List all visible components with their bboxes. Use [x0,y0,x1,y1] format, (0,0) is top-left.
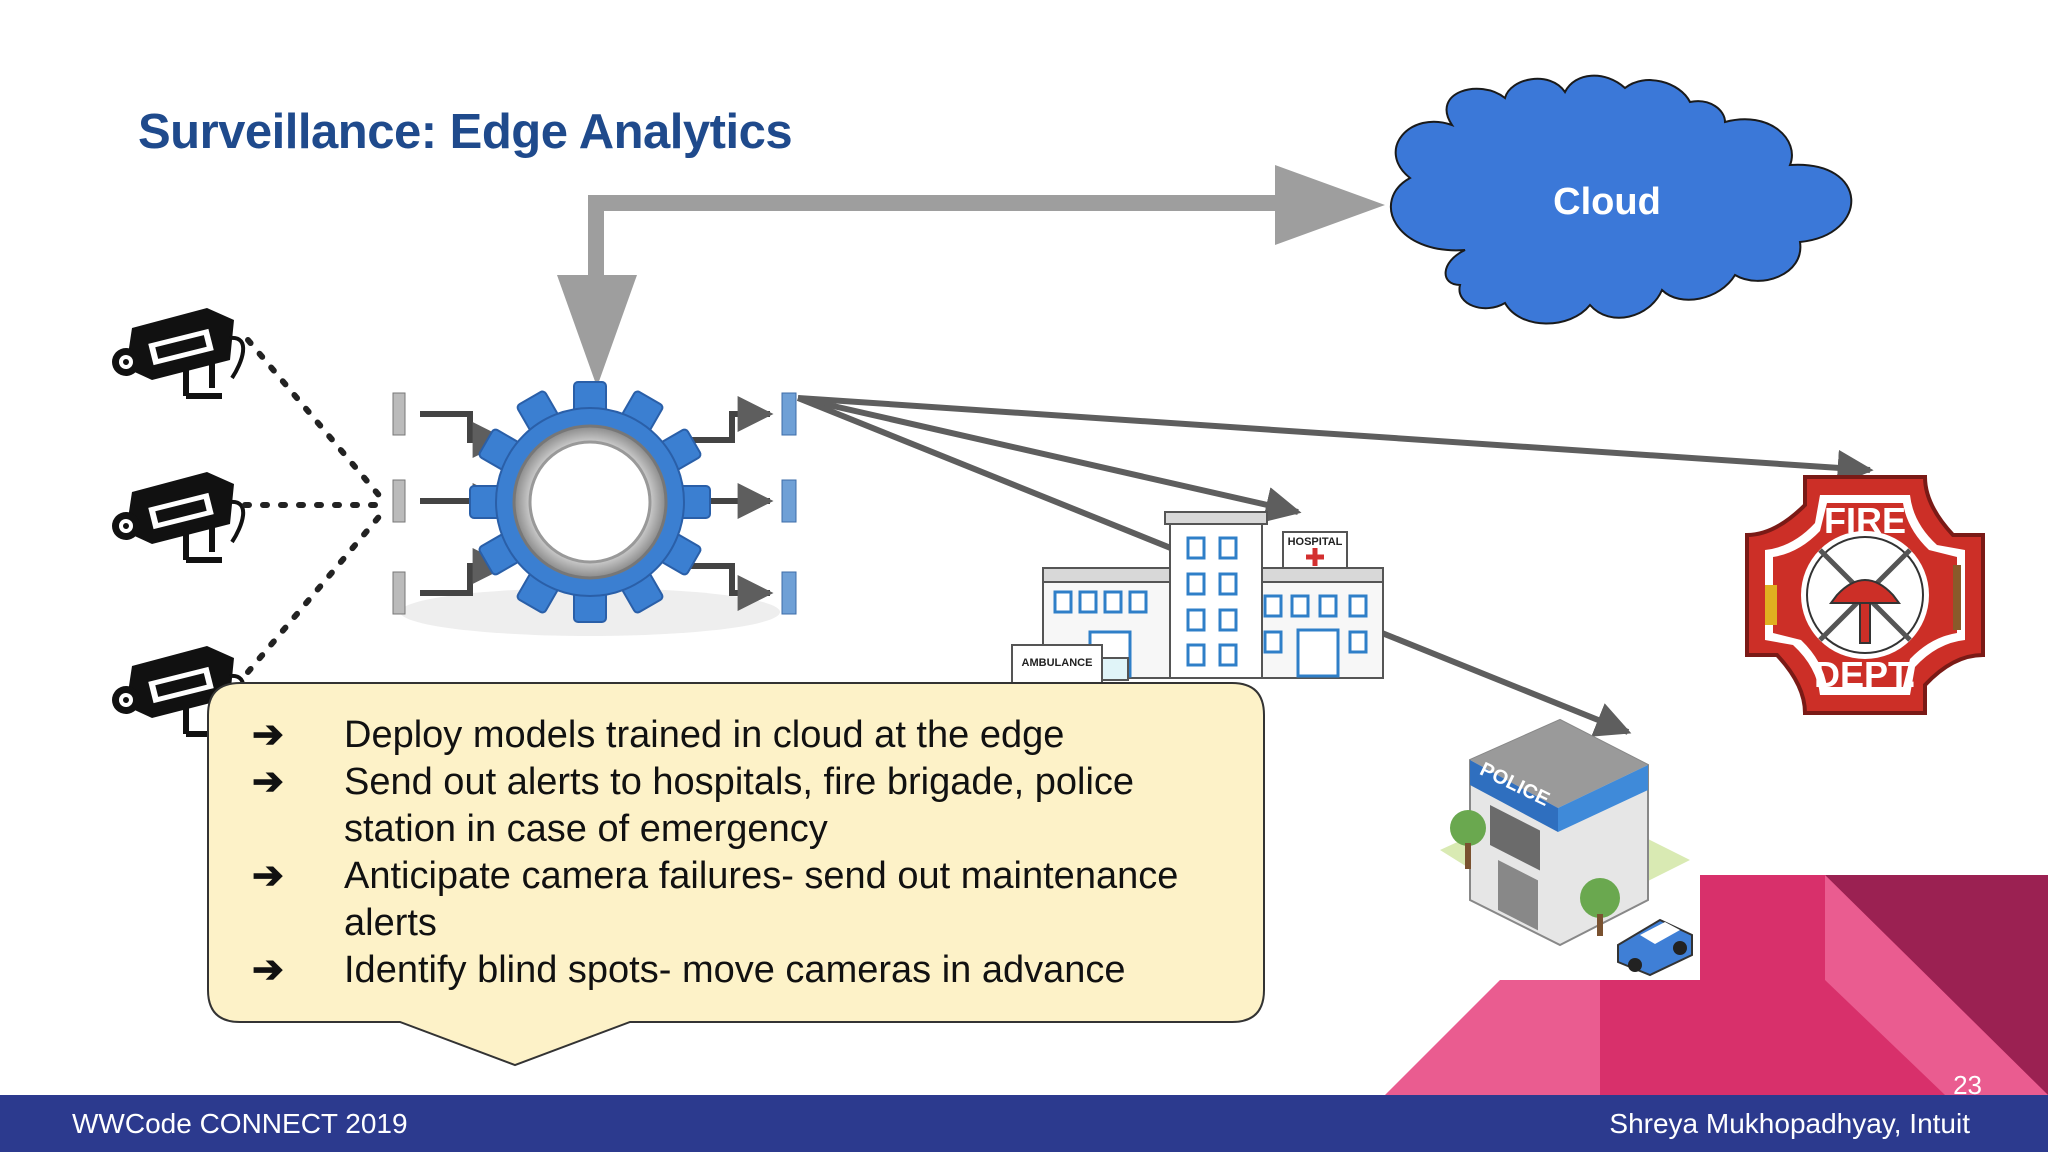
edge-processor [392,381,797,636]
cctv-camera-icon [112,308,246,399]
camera-connections [242,337,386,675]
gear-icon [469,381,711,623]
decorative-shapes [1385,875,2048,1095]
cctv-camera-icon [112,472,246,563]
arrow-to-fire-dept [797,395,1874,486]
callout-bubble [207,682,1265,1067]
callout-list: ➔ Deploy models trained in cloud at the e… [252,712,1252,994]
cloud-icon: Cloud [1390,74,1853,325]
list-item: ➔ Anticipate camera failures- send out ma… [252,853,1252,947]
list-item: ➔ Deploy models trained in cloud at the e… [252,712,1252,759]
cctv-camera-1 [112,308,246,399]
police-car-icon [1617,918,1693,977]
arrow-to-gear [557,275,637,387]
ambulance-sign: AMBULANCE [1022,657,1093,669]
arrow-to-hospital [797,395,1302,523]
fire-badge-bottom-text: DEPT. [1814,654,1916,695]
footer-event-name: WWCode CONNECT 2019 [72,1108,408,1139]
list-item: ➔ Identify blind spots- move cameras in a… [252,947,1252,994]
arrow-bullet-icon: ➔ [252,714,284,756]
arrow-bullet-icon: ➔ [252,949,284,991]
fire-badge-top-text: FIRE [1824,500,1906,541]
slide-title: Surveillance: Edge Analytics [138,105,793,159]
gear-cloud-connector [557,165,1385,387]
arrow-bullet-icon: ➔ [252,855,284,897]
list-item: ➔ Send out alerts to hospitals, fire brig… [252,759,1252,853]
arrow-to-cloud [1275,165,1385,245]
fire-dept-badge-icon: FIRE DEPT. [1745,475,1985,715]
police-station-icon: POLICE [1440,718,1693,977]
cloud-label: Cloud [1553,181,1661,223]
footer-presenter: Shreya Mukhopadhyay, Intuit [1609,1108,1970,1139]
list-item-text: Identify blind spots- move cameras in ad… [344,949,1126,991]
footer-bar: WWCode CONNECT 2019 Shreya Mukhopadhyay,… [0,1095,2048,1152]
list-item-text: Deploy models trained in cloud at the ed… [344,714,1065,756]
hospital-sign: HOSPITAL [1288,536,1343,548]
cctv-camera-2 [112,472,246,563]
list-item-text: Anticipate camera failures- send out mai… [344,855,1179,944]
arrow-bullet-icon: ➔ [252,761,284,803]
list-item-text: Send out alerts to hospitals, fire briga… [344,761,1135,850]
hospital-icon: HOSPITAL AMBULANCE [1011,511,1384,686]
